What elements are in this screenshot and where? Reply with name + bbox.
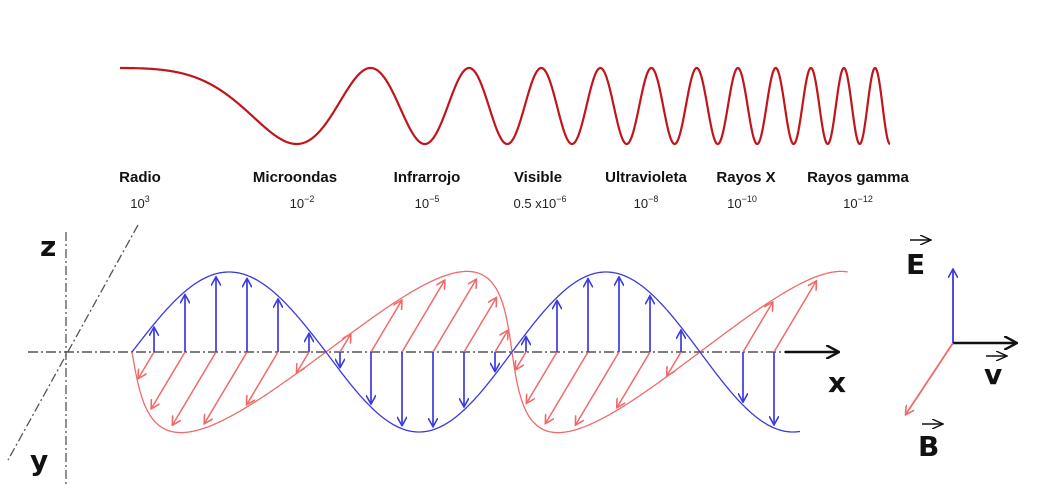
magnetic-field-arrow <box>463 298 496 353</box>
magnetic-field-arrow <box>516 351 527 369</box>
x-axis-label: x <box>828 366 846 399</box>
band-name: Infrarrojo <box>394 169 461 186</box>
magnetic-field-arrow <box>494 331 508 353</box>
magnetic-vector-arrow <box>906 342 954 414</box>
magnetic-field-arrow <box>173 351 217 425</box>
band-visible: Visible 0.5 x10−6 <box>514 169 567 211</box>
magnetic-field-arrow <box>370 301 401 353</box>
electric-field-wave <box>131 271 801 433</box>
y-axis-label: y <box>30 444 48 477</box>
band-ultravioleta: Ultravioleta 10−8 <box>605 169 687 211</box>
magnetic-field-wave <box>131 270 848 434</box>
magnetic-field-arrow <box>139 351 155 378</box>
band-name: Radio <box>119 169 161 186</box>
svg-text:v: v <box>984 358 1002 391</box>
magnetic-field-arrow <box>401 281 444 353</box>
band-wavelength: 10−2 <box>290 194 315 211</box>
band-microondas: Microondas 10−2 <box>253 169 337 211</box>
magnetic-field-arrow <box>339 335 350 353</box>
band-name: Rayos X <box>716 169 775 186</box>
magnetic-field-arrow <box>297 351 310 372</box>
em-wave-diagram: z y x <box>7 224 848 485</box>
electric-vector-label: E <box>906 240 930 281</box>
magnetic-field-arrow <box>617 351 651 407</box>
svg-text:B: B <box>918 430 939 463</box>
band-rayos-x: Rayos X 10−10 <box>716 169 775 211</box>
magnetic-field-arrow <box>773 282 816 353</box>
svg-text:E: E <box>906 248 925 281</box>
band-rayos-gamma: Rayos gamma 10−12 <box>807 169 909 211</box>
band-wavelength: 10−8 <box>634 194 659 211</box>
magnetic-field-arrow <box>152 351 186 408</box>
spectrum-wave <box>120 66 891 146</box>
velocity-vector-label: v <box>984 356 1006 391</box>
magnetic-envelope <box>131 270 848 434</box>
magnetic-field-arrow <box>527 351 558 403</box>
magnetic-field-arrow <box>742 303 772 353</box>
band-wavelength: 10−10 <box>727 194 757 211</box>
band-radio: Radio 103 <box>119 169 161 211</box>
magnetic-field-arrow <box>576 351 620 424</box>
band-name: Visible <box>514 169 562 186</box>
band-wavelength: 10−12 <box>843 194 873 211</box>
magnetic-field-arrow <box>432 280 476 353</box>
spectrum-strip: Radio 103 Microondas 10−2 Infrarrojo 10−… <box>119 66 910 211</box>
electric-envelope <box>131 271 801 433</box>
magnetic-field-arrow <box>205 351 248 423</box>
band-wavelength: 103 <box>130 194 149 211</box>
magnetic-vector-label: B <box>918 424 942 463</box>
magnetic-field-arrow <box>667 351 682 375</box>
magnetic-field-arrow <box>247 351 279 404</box>
band-labels: Radio 103 Microondas 10−2 Infrarrojo 10−… <box>119 169 909 211</box>
band-infrarrojo: Infrarrojo 10−5 <box>394 169 461 211</box>
band-name: Rayos gamma <box>807 169 909 186</box>
band-name: Ultravioleta <box>605 169 687 186</box>
vector-legend: E v B <box>906 240 1016 463</box>
band-name: Microondas <box>253 169 337 186</box>
band-wavelength: 10−5 <box>415 194 440 211</box>
magnetic-field-arrow <box>546 351 589 423</box>
y-axis <box>7 224 139 461</box>
band-wavelength: 0.5 x10−6 <box>514 194 567 211</box>
z-axis-label: z <box>40 230 56 263</box>
